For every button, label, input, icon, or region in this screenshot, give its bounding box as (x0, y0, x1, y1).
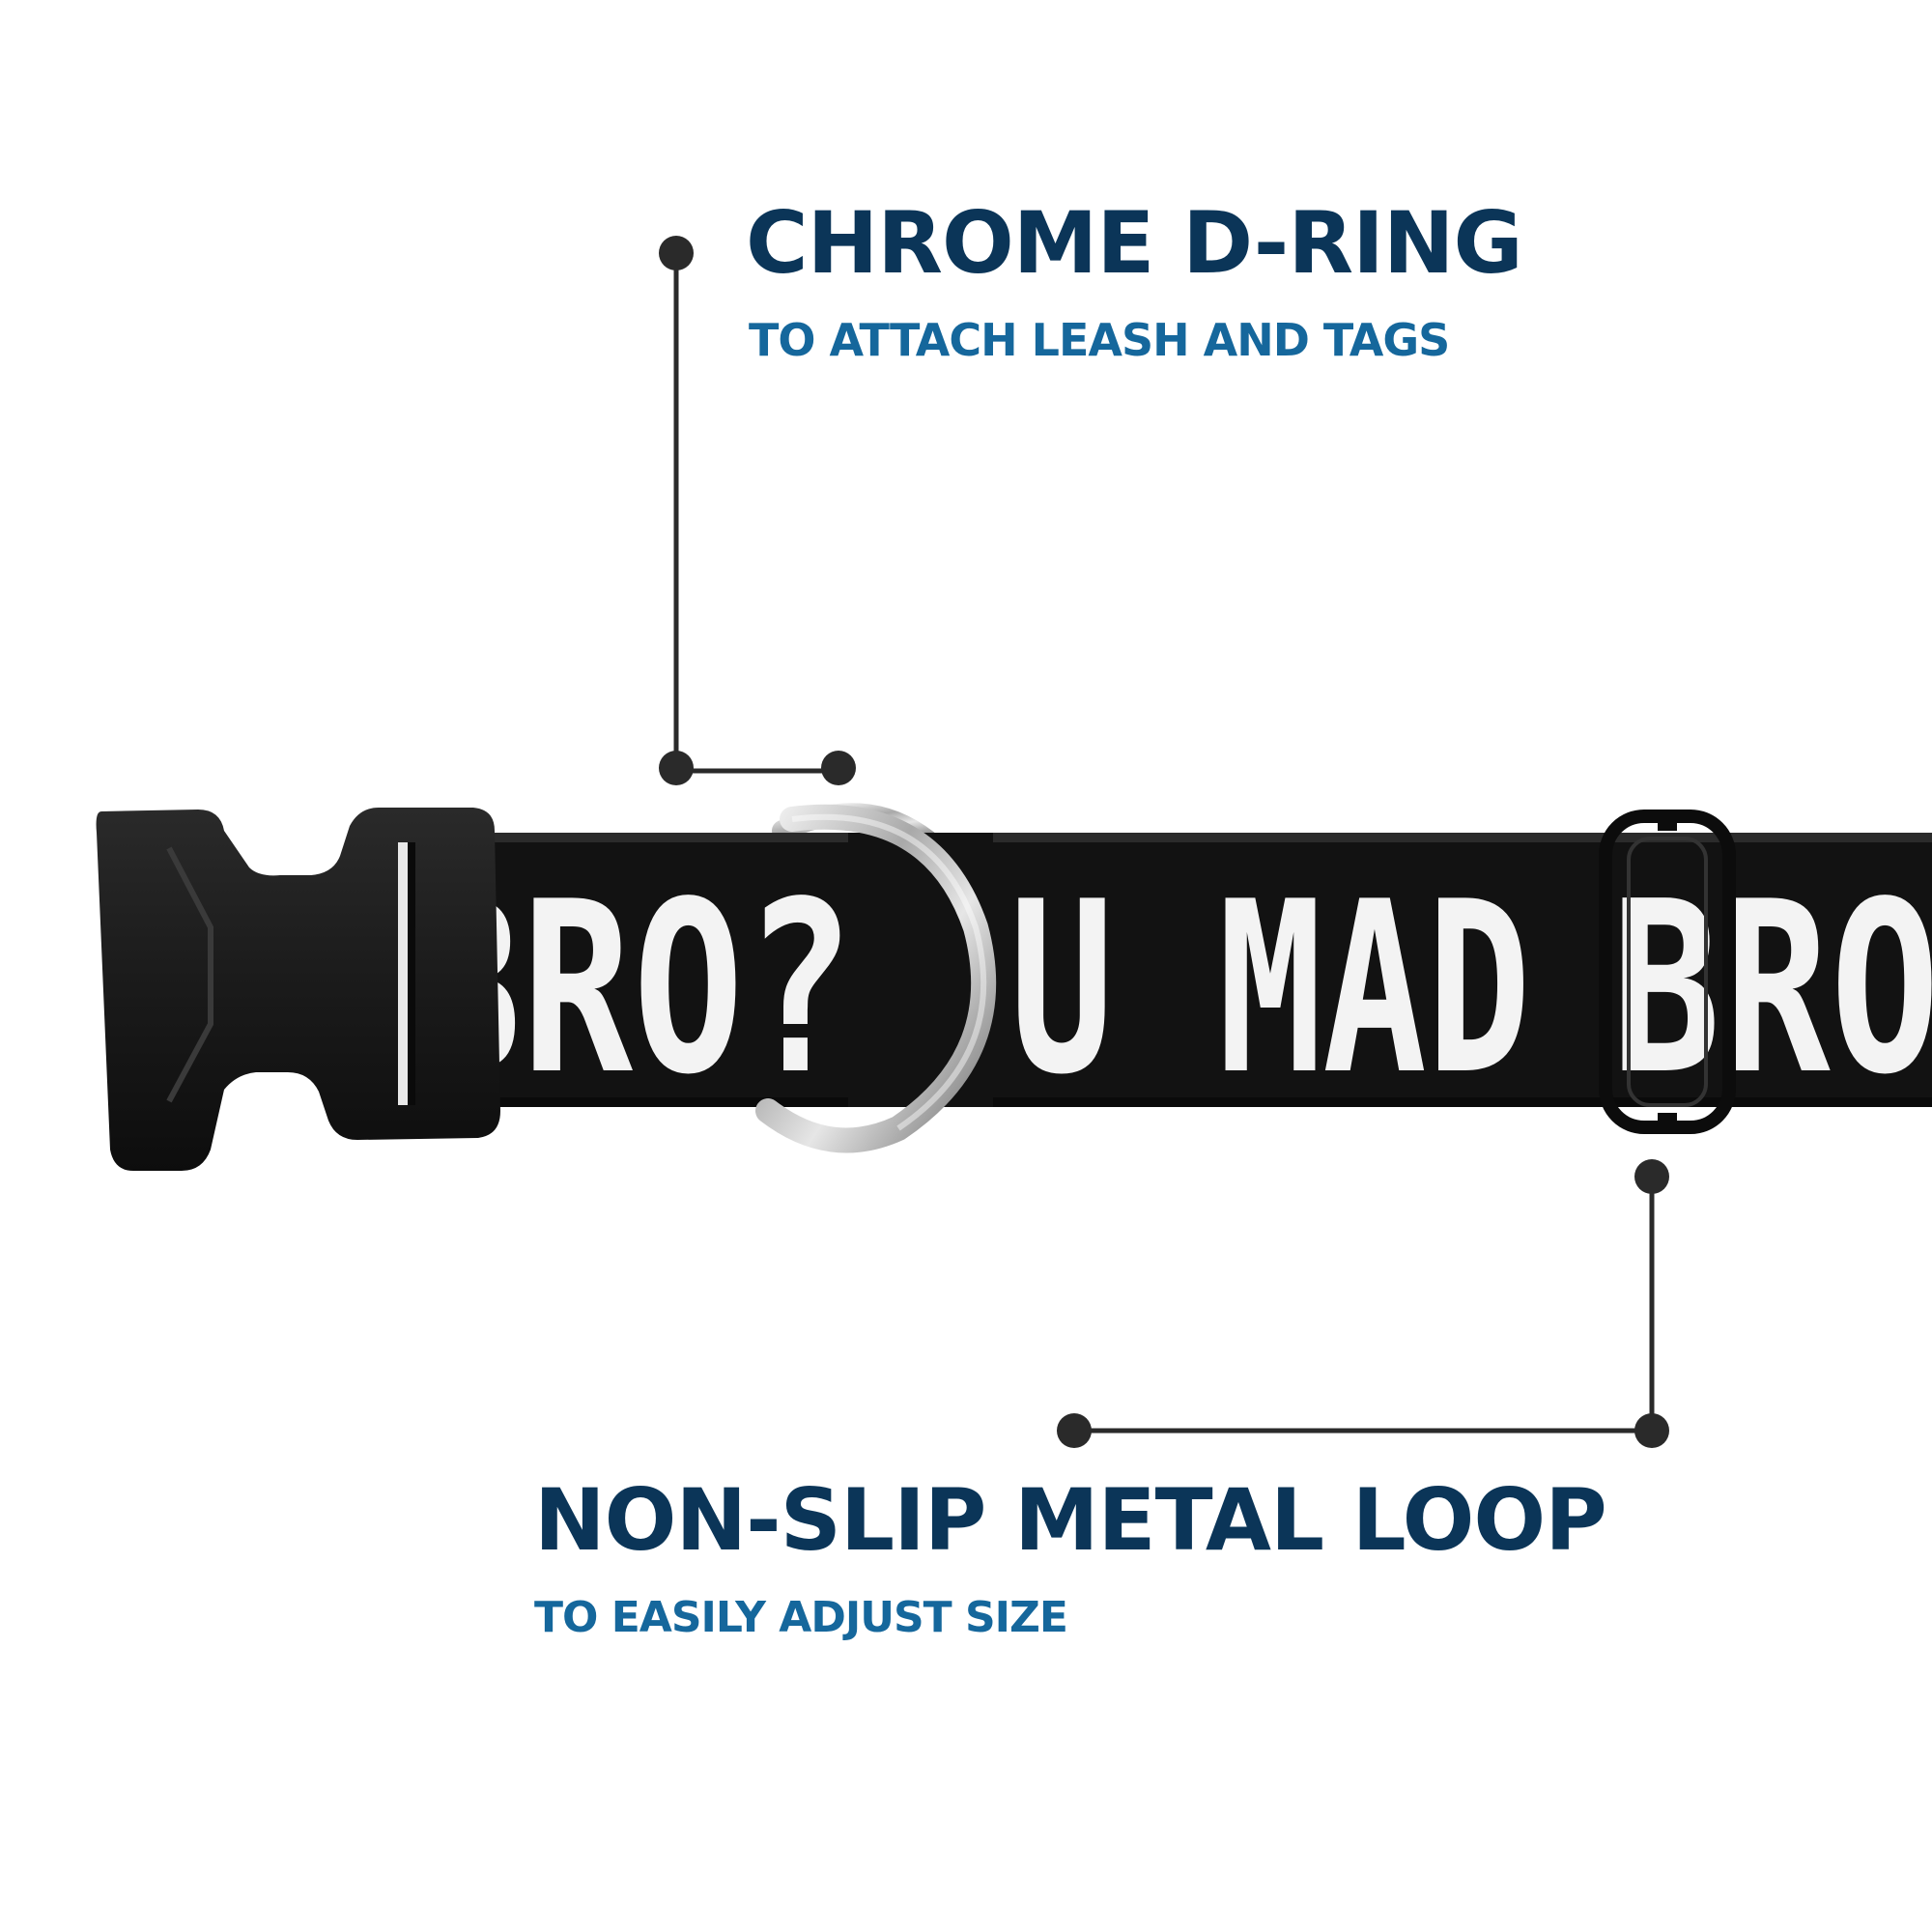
collar-strap (406, 833, 1932, 1107)
slide-loop-icon (1599, 810, 1736, 1134)
leader-dot (659, 236, 694, 270)
loop-callout-title: NON-SLIP METAL LOOP (534, 1470, 1607, 1570)
leader-dot (821, 751, 856, 785)
leader-dot (1057, 1413, 1092, 1448)
d-ring-leader-line (673, 253, 838, 774)
leader-dot (659, 751, 694, 785)
leader-dot (1634, 1413, 1669, 1448)
collar-print-middle: U MAD (1009, 851, 1531, 1126)
d-ring-callout-title: CHROME D-RING (746, 193, 1523, 293)
loop-leader-line (1074, 1177, 1655, 1434)
collar-print-right: BRO (1611, 851, 1932, 1126)
d-ring-callout-subtitle: TO ATTACH LEASH AND TAGS (749, 314, 1450, 366)
d-ring-front (755, 804, 997, 1153)
loop-callout-subtitle: TO EASILY ADJUST SIZE (534, 1593, 1068, 1642)
leader-dot (1634, 1159, 1669, 1194)
buckle-icon (96, 808, 501, 1171)
